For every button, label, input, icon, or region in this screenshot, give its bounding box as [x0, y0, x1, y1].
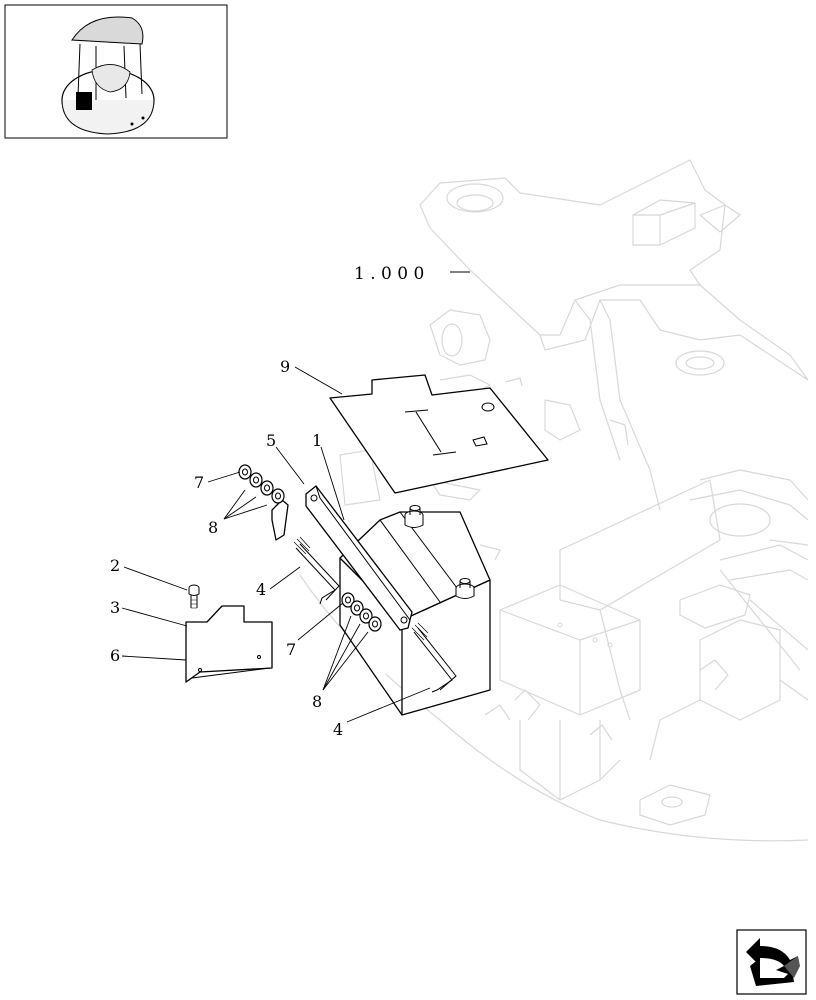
upper-frame-structure — [299, 159, 809, 842]
callout-5: 5 — [266, 431, 276, 450]
callout-8-bottom: 8 — [312, 692, 322, 711]
reference-label: 1 . 0 0 0 — [354, 264, 424, 284]
hook-bolt-left — [293, 536, 340, 605]
callout-2: 2 — [110, 556, 120, 575]
callout-3: 3 — [110, 598, 120, 617]
nut-washer-set-bottom — [341, 592, 382, 632]
mounting-bracket — [185, 605, 273, 683]
machine-overview-thumbnail[interactable] — [4, 4, 228, 139]
next-page-arrow-icon[interactable] — [736, 929, 807, 995]
leader-lines — [121, 271, 470, 723]
callout-4-left: 4 — [256, 580, 266, 599]
callout-8-top: 8 — [208, 518, 218, 537]
callout-4-right: 4 — [333, 720, 343, 739]
hook-bolt-right — [411, 622, 457, 693]
battery-cover-plate — [329, 374, 549, 494]
callout-6: 6 — [110, 646, 120, 665]
callout-7-top: 7 — [194, 473, 204, 492]
callout-9: 9 — [280, 357, 290, 376]
nut-washer-set-top — [238, 464, 285, 504]
bolt — [188, 584, 200, 609]
battery-clamp-bar — [271, 485, 413, 631]
callout-7-bottom: 7 — [286, 640, 296, 659]
callout-1: 1 — [312, 431, 322, 450]
